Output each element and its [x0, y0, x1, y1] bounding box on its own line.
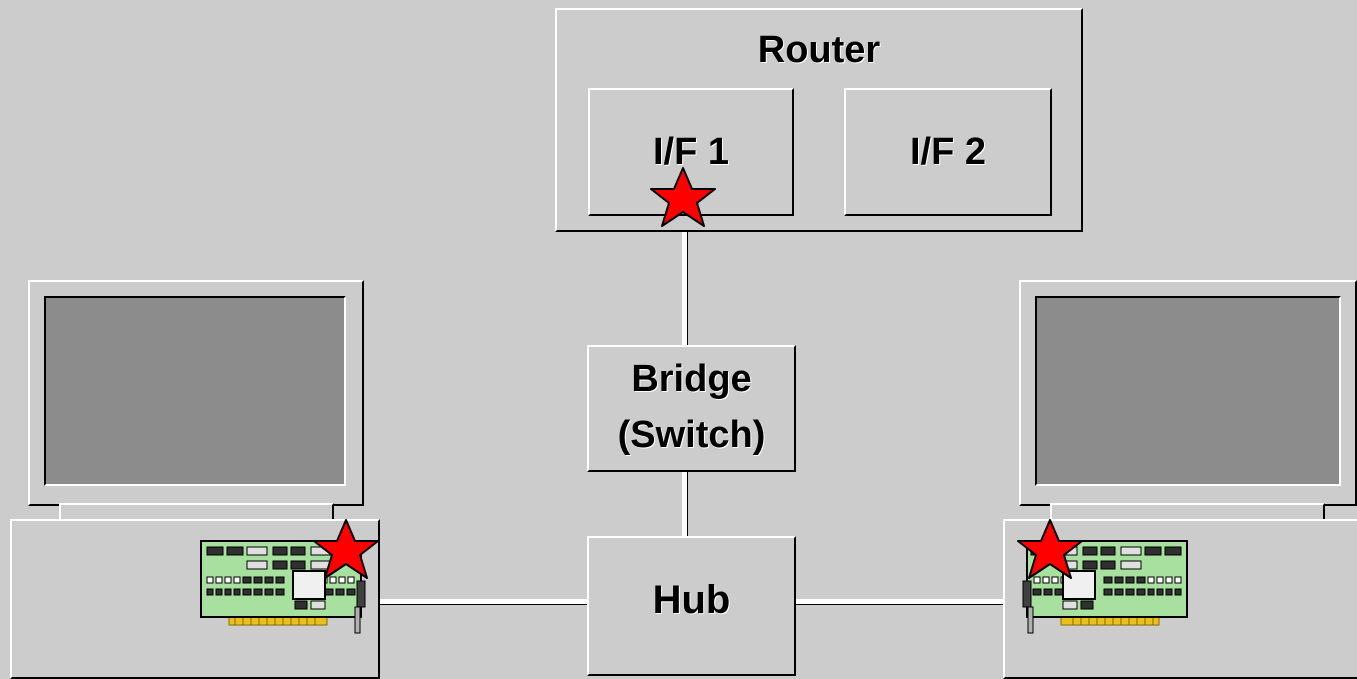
nic-and-star-layer [0, 0, 1357, 662]
collision-star-icon-router [651, 168, 715, 226]
